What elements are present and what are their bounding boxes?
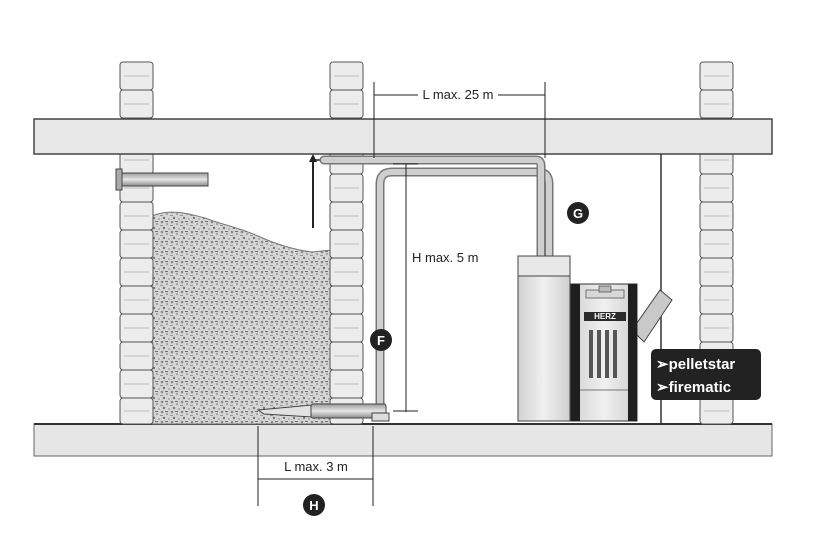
suction-hoses [319,155,554,415]
dimension-top-length [373,82,546,158]
flue-pipe [631,289,673,343]
product-label-box: ➢pelletstar ➢firematic [651,349,761,400]
marker-g-badge: G [567,202,589,224]
dimension-height [393,163,418,412]
dimension-bottom-length [257,426,374,506]
top-length-label: L max. 25 m [422,87,493,102]
svg-text:G: G [573,206,583,221]
product-firematic: ➢firematic [656,379,731,396]
marker-h-badge: H [303,494,325,516]
suction-probe [256,403,390,422]
boiler-brand-logo: HERZ [594,312,616,321]
product-pelletstar: ➢pelletstar [656,356,735,373]
bottom-length-label: L max. 3 m [284,459,348,474]
floor-slab [33,423,773,457]
pellet-storage-pile [151,211,332,425]
ceiling-slab [33,118,773,155]
brick-wall-left [119,61,154,425]
wall-inlet-pipe [115,168,209,191]
height-label: H max. 5 m [412,250,478,265]
svg-text:H: H [309,498,318,513]
svg-text:F: F [377,333,385,348]
pellet-boiler [570,283,638,422]
marker-f-badge: F [370,329,392,351]
brick-wall-middle [329,61,364,425]
boiler-hopper [517,255,571,422]
vent-arrow-icon [309,154,330,228]
